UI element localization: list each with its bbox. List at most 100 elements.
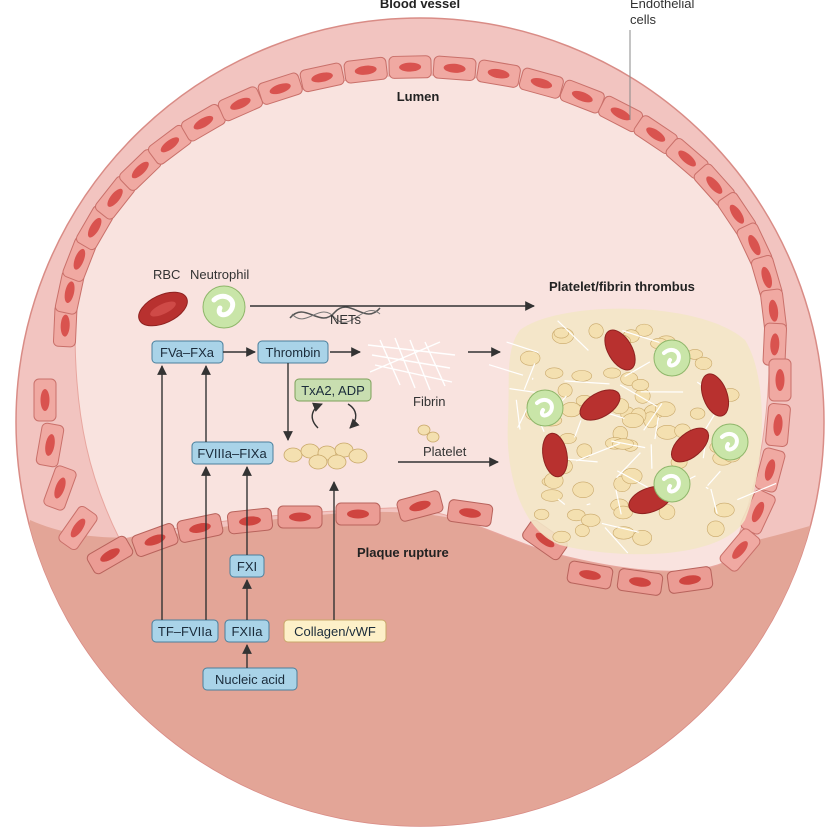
fibrin-strand [710, 488, 718, 514]
fibrin-strand [737, 482, 777, 501]
fxiia-box: FXIIa [224, 619, 270, 643]
fibrin-strand [704, 412, 716, 431]
platelet [635, 323, 653, 337]
platelet [612, 438, 635, 450]
endothelial-cell [33, 378, 57, 422]
fibrin-strand [557, 498, 566, 505]
txa2-adp-box: TxA2, ADP [294, 378, 372, 402]
platelet [581, 513, 601, 527]
tf-fviia-box: TF–FVIIa [151, 619, 219, 643]
endothelial-cell [750, 254, 783, 301]
endothelial-cell [257, 72, 303, 105]
endothelial-layer [33, 55, 792, 572]
plaque-cell [226, 507, 274, 535]
neutrophil-cell [711, 423, 749, 461]
endothelial-cell [35, 422, 65, 468]
rbc-cell [604, 329, 636, 371]
svg-text:TxA2, ADP: TxA2, ADP [301, 383, 365, 398]
plaque-cell [277, 505, 323, 529]
rbc-cell-highlight [150, 301, 176, 317]
fibrin-strand [650, 444, 653, 469]
platelet [621, 468, 643, 485]
plaque-cell [396, 490, 444, 522]
neutrophil-nucleus [211, 293, 236, 318]
plaque-cell [666, 566, 714, 594]
plaque-cell [335, 502, 381, 526]
platelet [706, 520, 725, 537]
neutrophil-cell [653, 339, 691, 377]
lumen-label: Lumen [397, 89, 440, 104]
endothelial-cell [43, 465, 77, 511]
rbc-cell [700, 373, 730, 417]
thrombin-box: Thrombin [257, 340, 329, 364]
platelet [613, 505, 633, 520]
fibrin-strand [506, 341, 539, 353]
platelet [694, 356, 713, 370]
rbc-label: RBC [153, 267, 180, 282]
platelet-label: Platelet [423, 444, 467, 459]
platelet [632, 530, 653, 546]
fibrin-strand [604, 527, 629, 554]
plaque-endothelial-cells [86, 490, 714, 596]
platelet [658, 504, 676, 520]
endothelial-cell [299, 62, 345, 93]
fibrin-strand [615, 489, 622, 515]
plaque-cell [131, 523, 179, 557]
fibrin-strand [624, 361, 651, 378]
svg-text:Nucleic acid: Nucleic acid [215, 672, 285, 687]
svg-text:FVIIIa–FIXa: FVIIIa–FIXa [197, 446, 267, 461]
fibrin-strand [705, 486, 709, 490]
nets-strand-2 [291, 310, 381, 323]
svg-text:FVa–FXa: FVa–FXa [160, 345, 215, 360]
rbc-cell [542, 432, 568, 478]
nets-label: NETs [330, 312, 362, 327]
fibrin-strand [616, 452, 641, 479]
plaque-region [16, 511, 824, 826]
feedback-arrow-left [311, 402, 323, 429]
fxi-box: FXI [229, 554, 265, 578]
fibrin-strand [707, 470, 721, 486]
endothelial-cell [217, 86, 263, 122]
endothelial-cell [388, 55, 432, 79]
fibrin-strand [557, 320, 589, 351]
plaque-cell [446, 499, 494, 527]
fibrin-strand [523, 363, 536, 390]
fibrin-strand [586, 503, 591, 506]
blood-vessel-label: Blood vessel [380, 0, 460, 11]
fibrin-strand [601, 522, 639, 533]
endothelial-cell [476, 59, 521, 88]
fibrin-strand [622, 330, 660, 343]
svg-text:FXIIa: FXIIa [231, 624, 263, 639]
platelet-fibrin-thrombus [488, 308, 777, 555]
neutrophil-cell [526, 389, 564, 427]
svg-text:Collagen/vWF: Collagen/vWF [294, 624, 376, 639]
plaque-cell [616, 568, 664, 596]
endothelial-label: Endothelial [630, 0, 694, 11]
platelet [571, 370, 593, 382]
thrombus-label: Platelet/fibrin thrombus [549, 279, 695, 294]
endothelial-cell [719, 528, 761, 572]
platelet [533, 508, 550, 520]
fibrin-strand [488, 364, 524, 376]
endothelial-cell [760, 288, 787, 333]
plaque-cell [86, 535, 134, 575]
platelet [588, 323, 604, 339]
cells-label: cells [630, 12, 657, 27]
platelet [520, 350, 541, 366]
fibrin-strand [574, 420, 582, 438]
rbc-cell [670, 427, 710, 463]
endothelial-cell [119, 149, 162, 191]
collagen-vwf-box: Collagen/vWF [283, 619, 387, 643]
platelet [622, 413, 644, 428]
platelet [574, 524, 590, 537]
endothelial-cell [58, 505, 98, 551]
platelet [631, 379, 650, 391]
endothelial-cell [52, 303, 78, 348]
plaque-rupture-label: Plaque rupture [357, 545, 449, 560]
fibrin-mesh [367, 337, 456, 391]
nucleic-acid-box: Nucleic acid [202, 667, 298, 691]
svg-text:Thrombin: Thrombin [266, 345, 321, 360]
neutrophil-cell [202, 285, 246, 329]
fviiia-fixa-box: FVIIIa–FIXa [191, 441, 274, 465]
